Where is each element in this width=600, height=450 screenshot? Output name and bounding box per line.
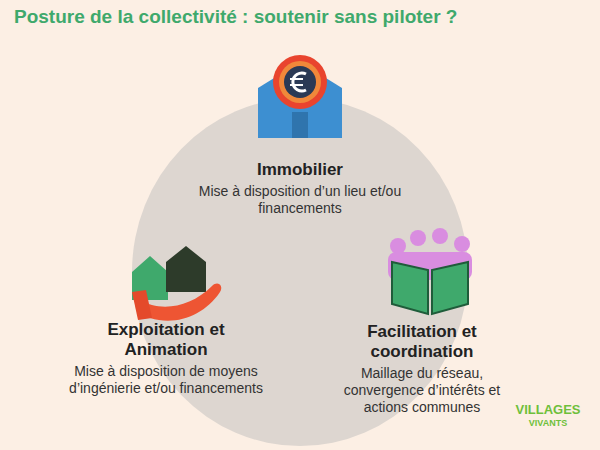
book-people-icon — [388, 228, 472, 314]
item-description: Mise à disposition d’un lieu et/ou finan… — [185, 183, 415, 217]
item-heading: Immobilier — [185, 160, 415, 180]
posture-item: Exploitation et AnimationMise à disposit… — [54, 320, 279, 397]
logo-text: VIVANTS — [529, 418, 567, 428]
item-heading: Exploitation et Animation — [86, 320, 246, 360]
page-title: Posture de la collectivité : soutenir sa… — [14, 6, 457, 28]
posture-item: Facilitation et coordinationMaillage du … — [327, 322, 517, 416]
item-description: Maillage du réseau, convergence d’intérê… — [327, 365, 517, 416]
house-euro-icon — [258, 55, 342, 138]
hand-houses-icon — [132, 246, 221, 321]
item-heading: Facilitation et coordination — [347, 322, 497, 362]
logo-text: VILLAGES — [515, 402, 580, 417]
item-description: Mise à disposition de moyens d’ingénieri… — [54, 363, 279, 397]
posture-item: ImmobilierMise à disposition d’un lieu e… — [185, 160, 415, 217]
